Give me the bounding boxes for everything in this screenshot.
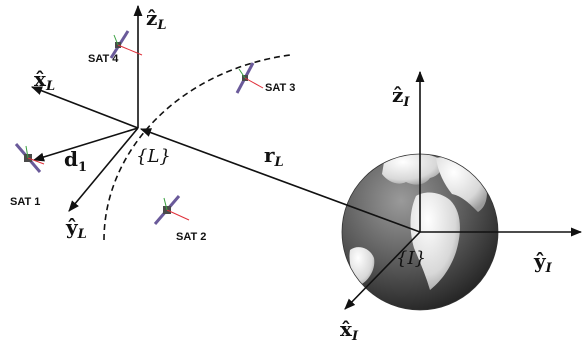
vector-d1 xyxy=(32,127,139,162)
vector-rL xyxy=(139,128,421,233)
satellite-sat3 xyxy=(235,62,264,94)
sat4-label: SAT 4 xyxy=(88,53,119,65)
orbit-arc xyxy=(103,54,291,241)
local-x-axis xyxy=(30,86,139,129)
inertial-y-label: ŷI xyxy=(533,249,553,276)
satellite-sat4 xyxy=(109,30,143,59)
local-x-label: x̂L xyxy=(34,67,55,94)
satellite-sat2 xyxy=(153,195,190,225)
sat1-label: SAT 1 xyxy=(10,196,40,208)
local-frame-axes xyxy=(30,4,421,233)
rL-label: rL xyxy=(264,143,284,170)
local-z-label: ẑL xyxy=(146,6,167,33)
sat2-label: SAT 2 xyxy=(176,231,206,243)
inertial-x-axis xyxy=(344,231,421,310)
d1-label: d1 xyxy=(64,147,87,175)
local-y-axis xyxy=(68,127,139,212)
inertial-z-label: ẑI xyxy=(392,83,410,110)
local-origin-label: {L} xyxy=(136,146,171,167)
inertial-x-label: x̂I xyxy=(340,317,359,344)
local-y-label: ŷL xyxy=(65,215,87,242)
satellite-sat1 xyxy=(14,143,45,173)
sat3-label: SAT 3 xyxy=(265,82,295,94)
inertial-frame-axes xyxy=(344,70,583,310)
inertial-origin-label: {I} xyxy=(396,248,426,269)
